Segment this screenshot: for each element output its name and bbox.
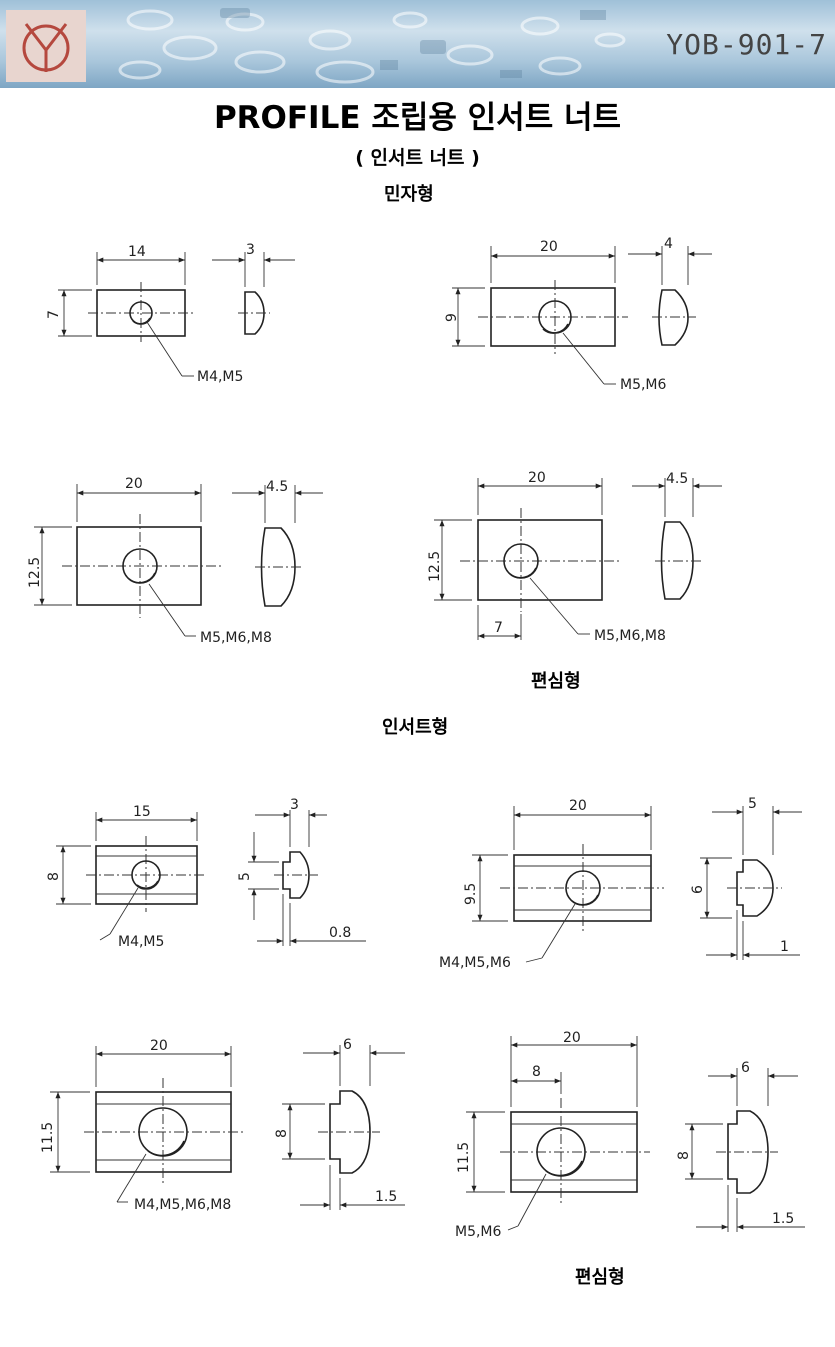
drawing-insert-m4-m5-m6: 20 9.5 M4,M5,M6 5 6 1	[439, 796, 802, 971]
page-subtitle: ( 인서트 너트 )	[355, 147, 480, 169]
d8-offset-label: 8	[532, 1064, 541, 1080]
d4-thick-label: 4.5	[666, 471, 688, 487]
d2-width-label: 20	[540, 239, 558, 255]
drawing-insert-m4-m8: 20 11.5 M4,M5,M6,M8 6 8 1.5	[40, 1037, 405, 1213]
d6-width-label: 20	[569, 798, 587, 814]
d1-height-label: 7	[46, 310, 62, 319]
d5-thread-label: M4,M5	[118, 934, 164, 950]
page-title: PROFILE 조립용 인서트 너트	[213, 100, 622, 136]
d3-thick-label: 4.5	[266, 479, 288, 495]
d5-groove-label: 5	[237, 872, 253, 881]
d6-thread-label: M4,M5,M6	[439, 955, 511, 971]
d5-flange-label: 0.8	[329, 925, 351, 941]
section-min-type: 민자형	[384, 184, 434, 205]
d3-height-label: 12.5	[27, 557, 43, 588]
section-eccentric-2: 편심형	[575, 1267, 625, 1288]
d2-height-label: 9	[444, 313, 460, 322]
banner-parts-illustration	[118, 8, 626, 84]
drawing-insert-m5-m6-eccentric: 20 8 11.5 M5,M6 6 8 1.5	[455, 1030, 805, 1240]
drawing-m4-m5-small: 14 7 M4,M5 3	[46, 242, 295, 385]
d2-thread-label: M5,M6	[620, 377, 667, 393]
d7-flange-label: 1.5	[375, 1189, 397, 1205]
d3-width-label: 20	[125, 476, 143, 492]
d8-height-label: 11.5	[456, 1142, 472, 1173]
drawing-insert-m4-m5: 15 8 M4,M5 3 5 0.8	[46, 797, 366, 950]
d5-thick-label: 3	[290, 797, 299, 813]
d4-thread-label: M5,M6,M8	[594, 628, 666, 644]
d7-thread-label: M4,M5,M6,M8	[134, 1197, 231, 1213]
drawing-m5-m6-m8-centered: 20 12.5 M5,M6,M8 4.5	[27, 476, 323, 646]
d8-flange-label: 1.5	[772, 1211, 794, 1227]
d4-height-label: 12.5	[427, 551, 443, 582]
section-eccentric-1: 편심형	[531, 671, 581, 692]
d7-groove-label: 8	[274, 1129, 290, 1138]
d5-width-label: 15	[133, 804, 151, 820]
d3-thread-label: M5,M6,M8	[200, 630, 272, 646]
d6-flange-label: 1	[780, 939, 789, 955]
d1-thread-label: M4,M5	[197, 369, 243, 385]
d7-height-label: 11.5	[40, 1122, 56, 1153]
d1-width-label: 14	[128, 244, 146, 260]
product-code: YOB-901-7	[666, 28, 827, 61]
d6-groove-label: 6	[690, 885, 706, 894]
d8-thread-label: M5,M6	[455, 1224, 502, 1240]
d7-thick-label: 6	[343, 1037, 352, 1053]
d1-thick-label: 3	[246, 242, 255, 258]
d8-width-label: 20	[563, 1030, 581, 1046]
d2-thick-label: 4	[664, 236, 673, 252]
d6-thick-label: 5	[748, 796, 757, 812]
d6-height-label: 9.5	[463, 883, 479, 905]
header-banner: YOB-901-7	[0, 0, 835, 88]
d8-thick-label: 6	[741, 1060, 750, 1076]
d5-height-label: 8	[46, 872, 62, 881]
d8-groove-label: 8	[676, 1151, 692, 1160]
d4-width-label: 20	[528, 470, 546, 486]
logo-mark-icon	[22, 23, 70, 72]
d4-offset-label: 7	[494, 620, 503, 636]
drawing-m5-m6-small: 20 9 M5,M6 4	[444, 236, 712, 393]
drawing-m5-m6-m8-eccentric: 20 12.5 7 M5,M6,M8 4.5	[427, 470, 722, 644]
company-logo	[6, 10, 86, 82]
d7-width-label: 20	[150, 1038, 168, 1054]
section-insert-type: 인서트형	[382, 717, 449, 738]
